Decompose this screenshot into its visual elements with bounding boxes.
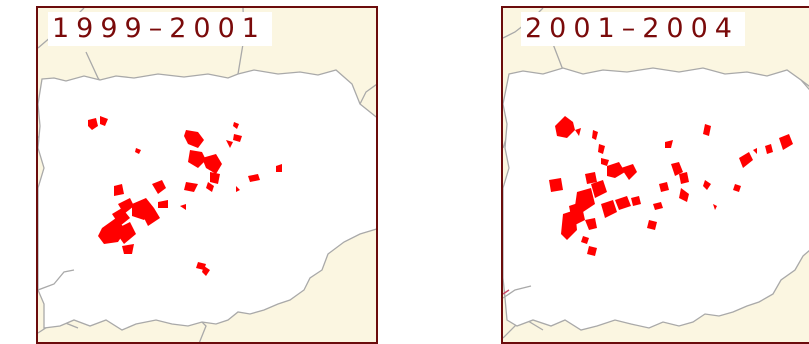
parcel (152, 180, 166, 194)
parcel (607, 162, 625, 178)
parcel (631, 196, 641, 206)
parcel (188, 150, 206, 168)
parcel (753, 148, 757, 154)
parcel (202, 154, 222, 174)
parcel (739, 152, 753, 168)
map-canvas (503, 8, 809, 339)
parcel (679, 172, 689, 184)
outer-boundaries (38, 84, 376, 291)
parcel (206, 182, 214, 192)
parcel (585, 218, 597, 230)
focus-region (38, 69, 376, 331)
parcel (659, 182, 669, 192)
parcel (276, 164, 282, 172)
parcel (713, 204, 717, 210)
parcel (555, 116, 575, 138)
map-mark (503, 289, 510, 295)
parcel (601, 200, 617, 218)
parcel (226, 140, 233, 148)
period-label: 1999–2001 (48, 12, 272, 46)
parcel (142, 208, 160, 226)
parcel (135, 148, 141, 154)
parcel (598, 144, 605, 154)
parcel (180, 204, 186, 210)
parcel (581, 236, 589, 244)
neighbour-boundary (359, 84, 376, 105)
parcel (592, 130, 598, 140)
parcel (665, 140, 673, 148)
parcel (615, 196, 631, 210)
parcel (591, 180, 607, 198)
parcel (779, 134, 793, 150)
parcel (647, 220, 657, 230)
parcel (202, 266, 210, 276)
parcel (621, 164, 637, 180)
neighbour-boundary (800, 79, 809, 87)
parcel (233, 134, 242, 142)
parcel (233, 122, 239, 129)
parcel (601, 158, 609, 166)
map-panel-1999-2001: 1999–2001 (36, 6, 378, 344)
parcel (575, 128, 581, 136)
focus-region (503, 67, 809, 331)
parcel (122, 244, 134, 254)
parcel (549, 178, 563, 192)
parcels (549, 116, 793, 256)
parcel (114, 222, 136, 244)
parcel (765, 144, 773, 154)
parcel (703, 180, 711, 190)
parcel (100, 116, 108, 126)
parcel (98, 218, 126, 244)
parcel (158, 200, 168, 208)
outer-boundaries (503, 79, 809, 299)
parcel (653, 202, 663, 210)
parcel (114, 184, 124, 196)
parcel (585, 172, 597, 184)
parcel (88, 118, 98, 130)
parcel (587, 246, 597, 256)
parcel (112, 208, 130, 226)
parcel (561, 210, 577, 240)
parcel (248, 174, 260, 182)
parcel (671, 162, 683, 176)
parcel (703, 124, 711, 136)
neighbour-boundary (38, 269, 75, 291)
map-panel-2001-2004: 2001–2004 (501, 6, 809, 344)
parcel (210, 172, 220, 184)
period-label: 2001–2004 (521, 12, 745, 46)
parcel (679, 188, 689, 202)
parcel (184, 182, 198, 192)
parcels (88, 116, 282, 276)
neighbour-boundary (503, 285, 532, 299)
parcel (733, 184, 741, 192)
parcel (236, 186, 240, 192)
parcel (184, 130, 204, 148)
map-canvas (38, 8, 376, 342)
